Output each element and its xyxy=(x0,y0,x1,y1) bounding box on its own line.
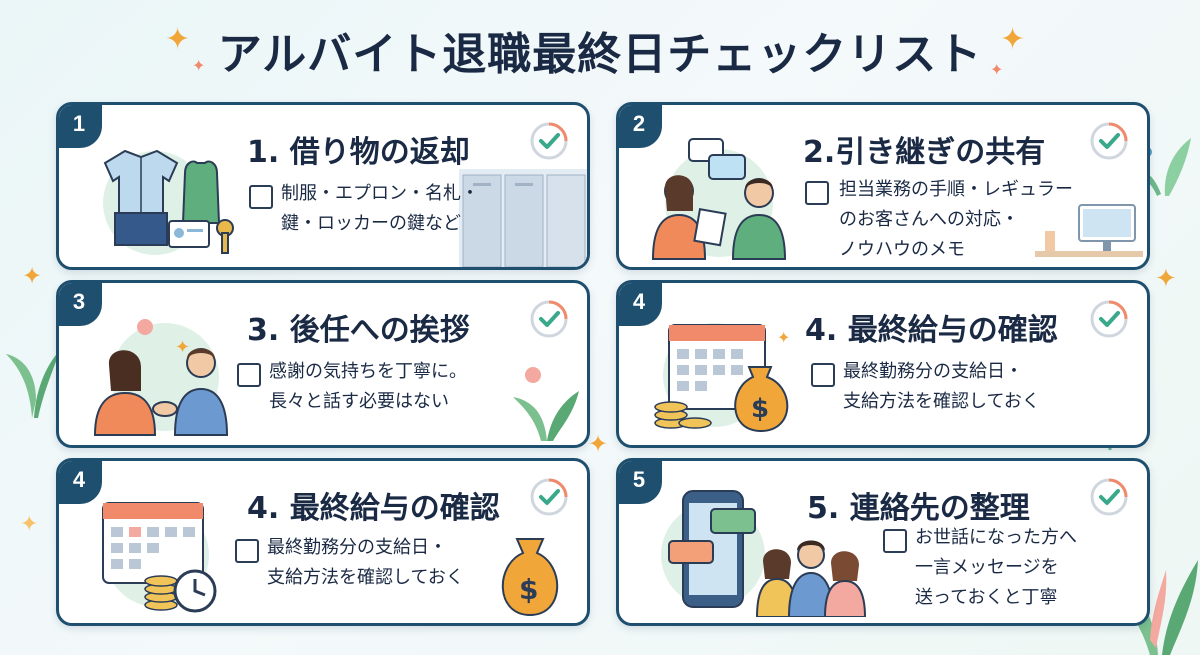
checklist-item-text: お世話になった方へ 一言メッセージを 送っておくと丁寧 xyxy=(915,527,1077,608)
sparkle-icon: ✦ xyxy=(588,430,609,458)
plant-illustration xyxy=(513,367,579,441)
svg-text:$: $ xyxy=(751,394,769,424)
check-circle-icon xyxy=(530,122,568,160)
checklist-card-4: 4 $ ✦ 4. 最終給与の確認 最終勤務分の支給日・ 支給方法を確認しておく xyxy=(616,280,1150,448)
leaf-decoration-icon xyxy=(6,350,60,418)
checkbox[interactable] xyxy=(805,181,829,205)
check-circle-icon xyxy=(1090,478,1128,516)
checkbox[interactable] xyxy=(811,363,835,387)
svg-text:$: $ xyxy=(519,573,538,606)
sparkle-icon: ✦ xyxy=(165,22,191,57)
checkbox[interactable] xyxy=(249,185,273,209)
uniform-illustration xyxy=(103,149,234,255)
salary-calendar-illustration: $ ✦ xyxy=(654,323,790,433)
card-title: 4. 最終給与の確認 xyxy=(247,491,500,526)
salary-calendar-clock-illustration xyxy=(102,502,217,613)
check-circle-icon xyxy=(530,478,568,516)
handover-illustration xyxy=(651,138,787,260)
step-number-badge: 1 xyxy=(59,105,102,148)
card-title: 5. 連絡先の整理 xyxy=(807,491,1030,526)
card-title: 2.引き継ぎの共有 xyxy=(803,135,1046,170)
step-number-badge: 3 xyxy=(59,283,102,326)
checklist-card-5: 5 5. 連絡先の整理 お世話になった方へ 一言メッセージを 送っておくと丁寧 xyxy=(616,458,1150,626)
checklist-item-text: 感謝の気持ちを丁寧に。 長々と話す必要はない xyxy=(269,361,467,412)
card-title: 3. 後任への挨拶 xyxy=(247,313,470,348)
step-number-badge: 5 xyxy=(619,461,662,504)
checklist-card-2: 2 2.引き継ぎの共有 担当業務の手順・レギュラー のお客さんへの対応・ ノウハ… xyxy=(616,102,1150,270)
check-circle-icon xyxy=(1090,122,1128,160)
step-number-badge: 4 xyxy=(619,283,662,326)
desk-computer-illustration xyxy=(1035,204,1143,257)
sparkle-icon: ✦ xyxy=(22,262,43,290)
sparkle-icon: ✦ xyxy=(1000,22,1026,57)
sparkle-icon: ✦ xyxy=(1155,264,1177,294)
svg-text:✦: ✦ xyxy=(777,328,790,347)
money-bag-icon: $ xyxy=(501,538,559,617)
checkbox[interactable] xyxy=(883,529,907,553)
card-title: 4. 最終給与の確認 xyxy=(805,313,1058,348)
checklist-card-4-duplicate: 4 4. 最終給与の確認 $ 最終勤務分の支給日・ 支給方法を確認しておく xyxy=(56,458,590,626)
step-number-badge: 2 xyxy=(619,105,662,148)
checklist-card-1: 1 1. 借り物の返却 制服・エプロン・名札・ 鍵・ロッカーの鍵など xyxy=(56,102,590,270)
check-circle-icon xyxy=(1090,300,1128,338)
check-circle-icon xyxy=(530,300,568,338)
page-title: アルバイト退職最終日チェックリスト xyxy=(217,29,983,80)
checklist-item-text: 制服・エプロン・名札・ 鍵・ロッカーの鍵など xyxy=(281,183,479,234)
card-title: 1. 借り物の返却 xyxy=(247,135,470,170)
sparkle-icon: ✦ xyxy=(990,60,1004,79)
greeting-illustration: ✦ xyxy=(93,319,229,436)
sparkle-icon: ✦ xyxy=(192,56,206,75)
checklist-card-3: 3 ✦ 3. 後任への挨拶 感謝の気持ちを丁寧に。 長々と話す必要はない xyxy=(56,280,590,448)
checkbox[interactable] xyxy=(235,539,259,563)
sparkle-icon: ✦ xyxy=(20,512,39,537)
checkbox[interactable] xyxy=(237,363,261,387)
checklist-item-text: 担当業務の手順・レギュラー のお客さんへの対応・ ノウハウのメモ xyxy=(839,179,1073,260)
locker-illustration xyxy=(459,169,587,267)
checklist-item-text: 最終勤務分の支給日・ 支給方法を確認しておく xyxy=(267,537,464,588)
checklist-item-text: 最終勤務分の支給日・ 支給方法を確認しておく xyxy=(843,361,1040,412)
svg-text:✦: ✦ xyxy=(175,337,190,358)
step-number-badge: 4 xyxy=(59,461,102,504)
contacts-phone-illustration xyxy=(661,490,867,617)
